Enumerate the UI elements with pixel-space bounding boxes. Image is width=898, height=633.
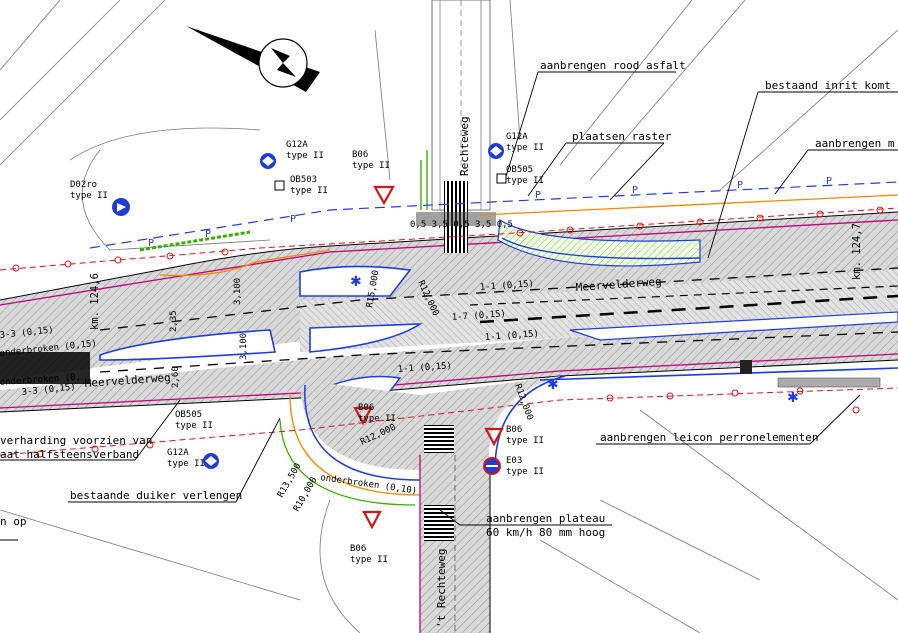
- sign-d02ro-type: type II: [70, 191, 108, 201]
- north-crossing: [416, 181, 496, 253]
- sign-b06-right-type: type II: [506, 436, 544, 446]
- sign-g12a-tr-type: type II: [506, 143, 544, 153]
- rechteweg-north: [420, 0, 491, 211]
- sign-b06-bottom-type: type II: [350, 555, 388, 565]
- leicon-platform: [539, 360, 898, 388]
- sign-texts: G12A type II B06 type II OB503 type II D…: [70, 132, 544, 565]
- sign-b06-bottom-code: B06: [350, 544, 366, 554]
- road-name-rechteweg-north: Rechteweg: [458, 116, 471, 176]
- sign-ob503-type: type II: [290, 186, 328, 196]
- sign-ob503-code: OB503: [290, 175, 317, 185]
- lane-1-1-b: 1-1 (0,15): [485, 329, 540, 343]
- sign-e03-type: type II: [506, 467, 544, 477]
- north-arrow: [186, 26, 320, 92]
- svg-text:P: P: [205, 229, 211, 240]
- svg-text:✱: ✱: [787, 390, 799, 406]
- sign-ob505-top-type: type II: [506, 176, 544, 186]
- callout-texts: aanbrengen rood asfalt bestaand inrit ko…: [0, 59, 898, 539]
- label-op: n op: [0, 515, 27, 528]
- svg-text:P: P: [290, 214, 296, 225]
- dim-310-top: 3,100: [233, 278, 243, 305]
- sign-b06-mid-type: type II: [358, 414, 396, 424]
- label-leicon: aanbrengen leicon perronelementen: [600, 431, 819, 444]
- sign-symbols: [112, 143, 507, 530]
- km-left: km. 124,6: [89, 273, 101, 330]
- svg-text:P: P: [535, 190, 541, 201]
- edge-lines-upper: [139, 194, 898, 277]
- sign-g12a-bottom-code: G12A: [167, 448, 189, 458]
- dim-235: 2,35: [169, 310, 179, 332]
- radius-r10: R10,000: [292, 476, 320, 514]
- label-duiker: bestaande duiker verlengen: [70, 489, 242, 502]
- sign-b06-right-code: B06: [506, 425, 522, 435]
- lane-1-7: 1-7 (0,15): [452, 309, 507, 323]
- asterisk-markers: ✱ ✱ ✱: [350, 274, 799, 406]
- lane-1-1-a: 1-1 (0,15): [480, 279, 535, 293]
- sign-ob505-bottom-type: type II: [175, 421, 213, 431]
- dim-260: 2,60: [171, 366, 181, 388]
- sign-b06-top-type: type II: [352, 161, 390, 171]
- label-verharding-1: verharding voorzien van: [0, 434, 152, 447]
- rechteweg-south: [279, 375, 566, 633]
- svg-text:P: P: [826, 176, 832, 187]
- callouts: [0, 71, 898, 541]
- label-raster: plaatsen raster: [572, 130, 672, 143]
- sign-g12a-tl-code: G12A: [286, 140, 308, 150]
- sign-b06-mid-code: B06: [358, 403, 374, 413]
- svg-text:P: P: [148, 238, 154, 249]
- label-inrit: bestaand inrit komt te: [765, 79, 898, 92]
- red-boundary: [0, 206, 898, 458]
- svg-text:✱: ✱: [547, 377, 559, 393]
- sign-g12a-bottom-type: type II: [167, 459, 205, 469]
- km-right: km. 124,7: [851, 223, 863, 280]
- road-name-meervelderweg-left: Meervelderweg: [84, 371, 171, 390]
- parking-line: P P P P P P P: [89, 176, 898, 249]
- svg-text:✱: ✱: [350, 274, 362, 290]
- label-plateau-1: aanbrengen plateau: [486, 512, 605, 525]
- label-plateau-2: 60 km/h 80 mm hoog: [486, 526, 605, 539]
- sign-g12a-tr-code: G12A: [506, 132, 528, 142]
- svg-text:P: P: [632, 185, 638, 196]
- sign-e03-code: E03: [506, 456, 522, 466]
- sign-d02ro-code: D02ro: [70, 180, 97, 190]
- label-verharding-2: aat halfsteensverband: [0, 448, 139, 461]
- dim-310-bottom: 3,100: [239, 333, 249, 360]
- road-name-meervelderweg-right: Meervelderweg: [575, 275, 662, 294]
- road-name-rechteweg-south: 't Rechteweg: [435, 549, 448, 628]
- sign-g12a-tl-type: type II: [286, 151, 324, 161]
- label-aanbrengen-m: aanbrengen m: [815, 137, 895, 150]
- sign-ob505-bottom-code: OB505: [175, 410, 202, 420]
- label-rood-asfalt: aanbrengen rood asfalt: [540, 59, 686, 72]
- curb-dimensions: 0,5 3,5 0,5 3,5 0,5: [410, 220, 513, 230]
- radius-r12-right: R12,000: [512, 383, 534, 422]
- sign-b06-top-code: B06: [352, 150, 368, 160]
- sign-ob505-top-code: OB505: [506, 165, 533, 175]
- lane-1-1-c: 1-1 (0,15): [398, 361, 453, 375]
- svg-text:P: P: [737, 180, 743, 191]
